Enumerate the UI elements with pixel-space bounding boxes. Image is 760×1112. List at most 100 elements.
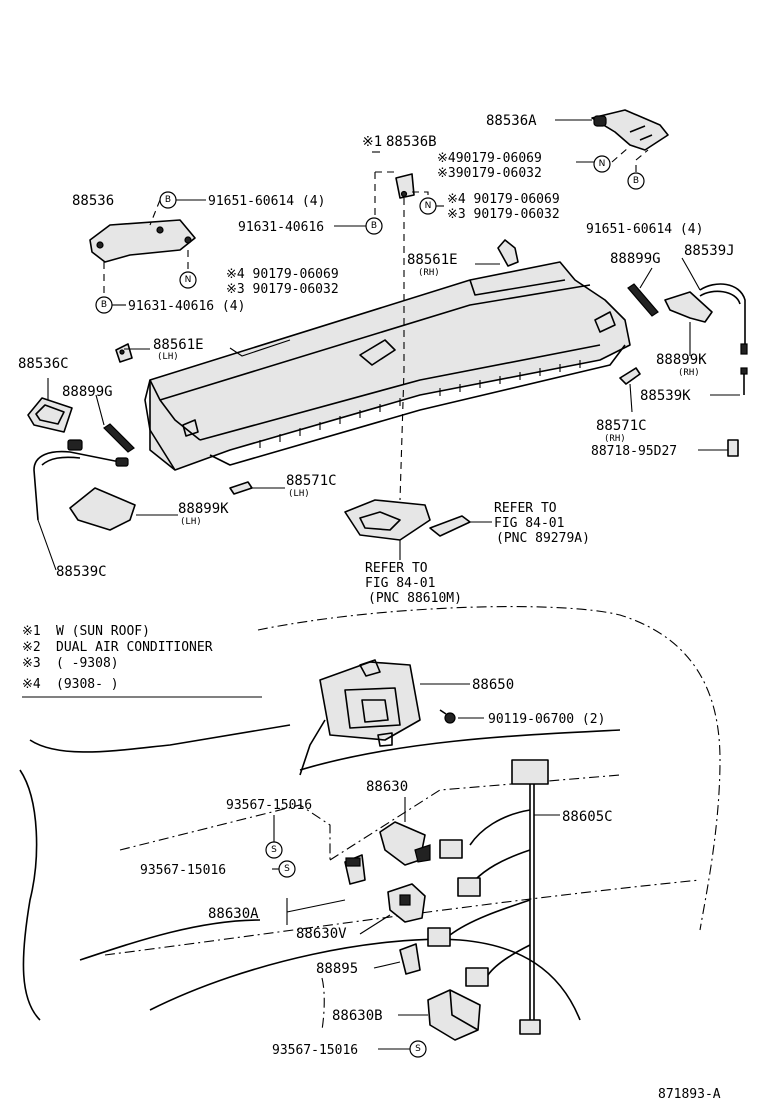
part-88718-95D27: [727, 439, 739, 457]
label-screw-93567-a: 93567-15016: [226, 798, 312, 813]
label-nut-note-a2: ※4 90179-06069: [447, 192, 560, 207]
label-nut-note-a3: ※4 90179-06069: [226, 267, 339, 282]
note-mark-3: ※3: [22, 656, 41, 671]
nut-symbol: N: [593, 155, 611, 173]
note-text-3: ( -9308): [56, 656, 119, 671]
svg-text:B: B: [633, 176, 639, 186]
part-88895: [399, 943, 421, 975]
svg-text:S: S: [415, 1044, 421, 1054]
label-refer-to-b1: FIG 84-01: [494, 516, 564, 531]
note-mark-1: ※1: [22, 624, 41, 639]
label-refer-to-b2: FIG 84-01: [365, 576, 435, 591]
label-88571C-lh: 88571C: [286, 473, 337, 489]
label-screw-93567-b: 93567-15016: [140, 863, 226, 878]
part-88899G-lh: [103, 423, 135, 453]
bolt-symbol: B: [95, 296, 113, 314]
bolt-symbol: B: [159, 191, 177, 209]
part-88536B: [395, 173, 415, 199]
svg-text:B: B: [371, 221, 377, 231]
label-lh-1: (LH): [157, 352, 179, 362]
part-88610M-ref: [344, 499, 431, 541]
label-88539J: 88539J: [684, 243, 735, 259]
svg-text:N: N: [425, 201, 432, 211]
label-bolt-91631-left: 91631-40616 (4): [128, 299, 245, 314]
note-text-4: (9308- ): [56, 677, 119, 692]
part-88561E-lh: [115, 343, 133, 363]
part-88630A: [344, 854, 366, 885]
label-88536A: 88536A: [486, 113, 537, 129]
label-refer-to-c1: (PNC 89279A): [496, 531, 590, 546]
leaders-top: [37, 119, 740, 571]
label-88899G-rh: 88899G: [610, 251, 661, 267]
label-lh-3: (LH): [180, 517, 202, 527]
label-88899K-rh: 88899K: [656, 352, 707, 368]
part-88605C-harness: [427, 759, 560, 1035]
label-88536B: 88536B: [386, 134, 437, 150]
note-mark-2: ※2: [22, 640, 41, 655]
duct-ribs: [259, 360, 581, 448]
label-lh-2: (LH): [288, 489, 310, 499]
svg-text:S: S: [271, 845, 277, 855]
label-nut-note-b1: ※390179-06032: [437, 166, 542, 181]
nut-symbol: N: [419, 197, 437, 215]
label-refer-to-c2: (PNC 88610M): [368, 591, 462, 606]
duct-housing: [144, 261, 631, 471]
svg-text:N: N: [599, 159, 606, 169]
labels: 88536A ※1 88536B ※490179-06069 ※390179-0…: [18, 113, 735, 1102]
label-88630: 88630: [366, 779, 408, 795]
part-88650: [319, 659, 421, 747]
label-88536C: 88536C: [18, 356, 69, 372]
label-88571C-rh: 88571C: [596, 418, 647, 434]
part-88630V: [387, 883, 426, 923]
notes-legend: ※1 W (SUN ROOF) ※2 DUAL AIR CONDITIONER …: [22, 624, 213, 692]
svg-text:N: N: [185, 275, 192, 285]
label-nut-note-b3: ※3 90179-06032: [226, 282, 339, 297]
label-88536: 88536: [72, 193, 114, 209]
part-88571C-rh: [619, 367, 641, 385]
svg-text:S: S: [284, 864, 290, 874]
screw-symbol: S: [265, 841, 283, 859]
label-rh-1: (RH): [418, 268, 440, 278]
part-88539J: [699, 283, 748, 355]
note-mark-4: ※4: [22, 677, 41, 692]
svg-text:B: B: [165, 195, 171, 205]
label-refer-to-a2: REFER TO: [365, 561, 428, 576]
part-88899K-lh: [69, 487, 136, 531]
symbols-bottom: S S S: [265, 841, 427, 1058]
label-bolt-91651-left: 91651-60614 (4): [208, 194, 325, 209]
part-88536C: [27, 397, 73, 433]
bolt-symbol: B: [365, 217, 383, 235]
leaders-bottom: [22, 683, 484, 1050]
nut-symbol: N: [179, 271, 197, 289]
vehicle-outline: [19, 606, 721, 1031]
label-bolt-90119: 90119-06700 (2): [488, 712, 605, 727]
symbols-top: B B B B N N N: [95, 155, 645, 314]
part-88539K: [740, 367, 748, 395]
label-88630A: 88630A: [208, 906, 259, 922]
label-88630V: 88630V: [296, 926, 347, 942]
bolt-symbol: B: [627, 172, 645, 190]
part-88561E-rh: [497, 239, 519, 267]
label-screw-93567-c: 93567-15016: [272, 1043, 358, 1058]
screw-symbol: S: [278, 860, 296, 878]
label-88539K: 88539K: [640, 388, 691, 404]
label-bolt-91631-center: 91631-40616: [238, 220, 324, 235]
label-88605C: 88605C: [562, 809, 613, 825]
screw-symbol: S: [409, 1040, 427, 1058]
label-88718-95D27: 88718-95D27: [591, 444, 677, 459]
label-88899G-lh: 88899G: [62, 384, 113, 400]
part-88536: [89, 219, 196, 263]
label-refer-to-a1: REFER TO: [494, 501, 557, 516]
label-bolt-91651-right: 91651-60614 (4): [586, 222, 703, 237]
label-mark1: ※1: [362, 134, 382, 150]
label-88561E-rh: 88561E: [407, 252, 458, 268]
figure-number: 871893-A: [658, 1087, 721, 1102]
part-88571C-lh: [229, 481, 253, 495]
part-88539C: [33, 439, 129, 521]
part-88630: [379, 821, 431, 866]
part-88899K-rh: [664, 291, 713, 323]
label-88561E-lh: 88561E: [153, 337, 204, 353]
label-nut-note-b2: ※3 90179-06032: [447, 207, 560, 222]
label-nut-note-a1: ※490179-06069: [437, 151, 542, 166]
